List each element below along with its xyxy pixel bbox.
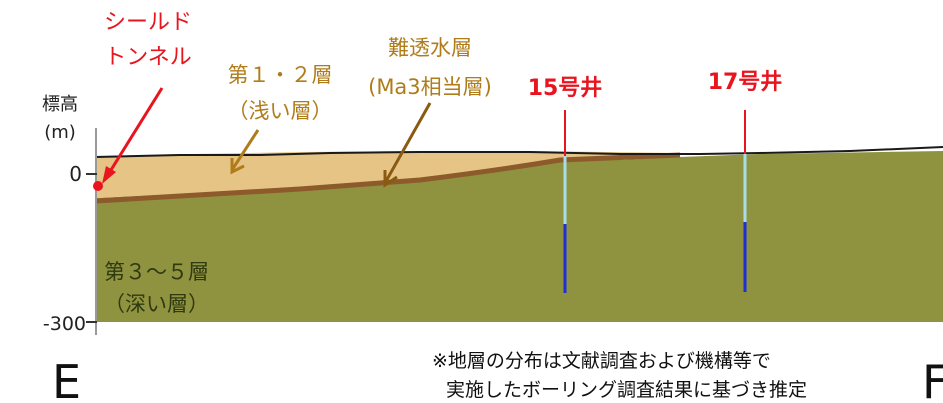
well-17-label: 17号井 [708, 70, 783, 95]
well-15: 15号井 [528, 76, 603, 293]
layer12-arrow [230, 129, 260, 171]
shield-label-line1: シールド [104, 10, 192, 35]
well-17: 17号井 [708, 70, 783, 292]
shield-tunnel-arrowhead [102, 166, 116, 184]
aquitard-band [95, 152, 681, 204]
aquitard-label-line2: (Ma3相当層) [368, 75, 492, 99]
aquitard-arrowhead [383, 170, 398, 188]
note-line2: 実施したボーリング調査結果に基づき推定 [446, 379, 807, 401]
shield-tunnel-arrow [104, 87, 164, 179]
aquitard-arrow [383, 102, 432, 184]
ground-surface [95, 146, 943, 158]
layer12-arrowhead [230, 158, 245, 175]
layer35-label-line2: （深い層） [104, 292, 209, 316]
well-15-label: 15号井 [528, 76, 603, 101]
layer35-label-line1: 第３～５層 [104, 260, 209, 284]
axis-title-line1: 標高 [42, 94, 78, 115]
section-end-left: E [52, 355, 81, 403]
note-line1: ※地層の分布は文献調査および機構等で [432, 350, 771, 372]
layer12-label-line1: 第１・２層 [228, 63, 333, 87]
section-end-right: F [922, 355, 943, 403]
shield-tunnel-marker [93, 181, 103, 191]
layer12-label-line2: （浅い層） [228, 99, 333, 123]
tick-label-minus300: -300 [43, 313, 86, 335]
axis-title-line2: (m) [44, 122, 76, 143]
shield-label-line2: トンネル [104, 45, 192, 70]
tick-label-0: 0 [69, 162, 82, 186]
aquitard-label-line1: 難透水層 [388, 36, 472, 60]
deep-layer [96, 151, 943, 322]
